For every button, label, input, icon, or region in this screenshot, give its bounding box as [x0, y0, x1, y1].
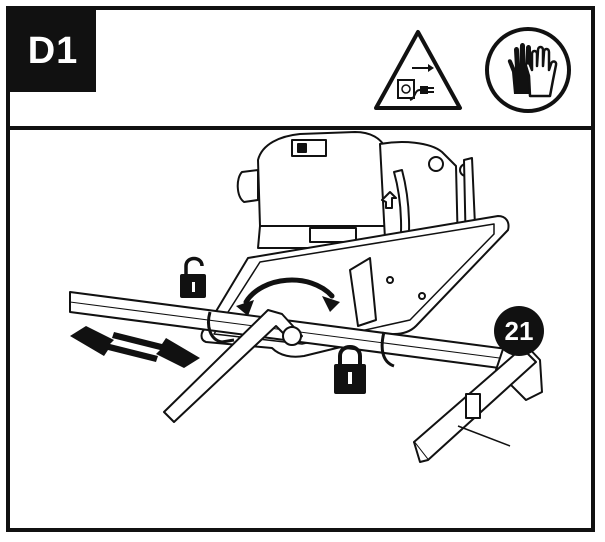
part-callout-21: 21 [494, 306, 544, 356]
rotate-arrow-icon [243, 277, 335, 305]
fence-guide [413, 327, 543, 463]
instruction-panel: D1 [6, 6, 595, 532]
unlock-icon [180, 256, 206, 298]
fence-clamp [207, 311, 395, 368]
panel-header: D1 [10, 10, 591, 130]
unplug-warning-icon [374, 30, 462, 110]
step-label: D1 [10, 10, 96, 92]
illustration [69, 131, 543, 463]
lock-icon [334, 345, 366, 394]
slide-direction-arrow-icon [70, 326, 200, 368]
allen-key [163, 309, 303, 423]
gloves-icon [485, 27, 571, 113]
